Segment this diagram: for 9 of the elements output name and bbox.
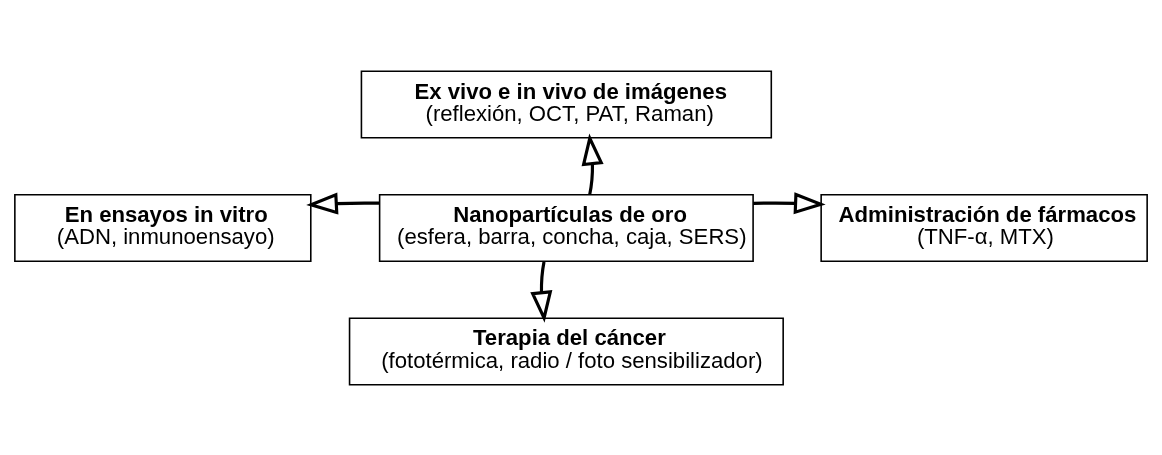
node-box: Nanopartículas de oro (esfera, barra, concha, caja, SERS)	[378, 193, 754, 262]
node-box: Ex vivo e in vivo de imágenes (reflexión, OCT, PAT, Raman)	[360, 70, 773, 139]
arrow	[530, 261, 553, 323]
node-box: Terapia del cáncer (fototérmica, radio / foto sensibilizador)	[348, 316, 784, 385]
arrow	[753, 191, 826, 214]
node-box: Administración de fármacos (TNF-α, MTX)	[820, 193, 1148, 262]
node-box: En ensayos in vitro (ADN, inmunoensayo)	[14, 193, 312, 262]
arrow	[581, 133, 604, 195]
arrow	[306, 191, 380, 215]
